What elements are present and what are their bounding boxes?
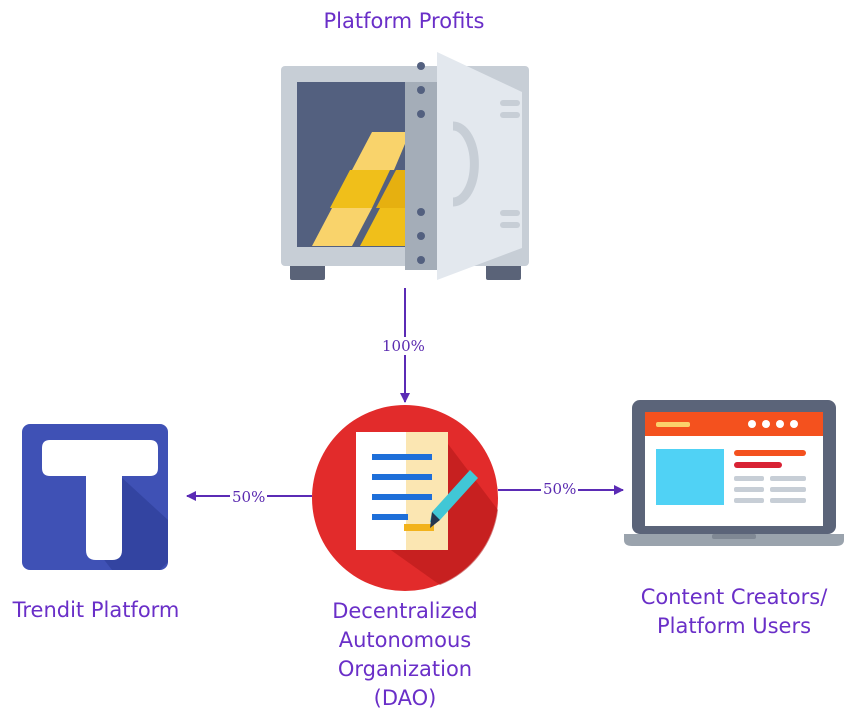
label-platform-profits: Platform Profits bbox=[323, 9, 485, 33]
label-dao-line-4: (DAO) bbox=[373, 686, 437, 710]
percent-dao-to-trendit: 50% bbox=[230, 488, 268, 506]
document-pen-icon bbox=[312, 405, 498, 591]
label-dao: Decentralized Autonomous Organization (D… bbox=[300, 597, 510, 713]
label-trendit-platform: Trendit Platform bbox=[12, 598, 180, 622]
label-content-creators: Content Creators/ Platform Users bbox=[622, 583, 845, 641]
label-dao-line-2: Autonomous bbox=[338, 628, 472, 652]
percent-dao-to-creators: 50% bbox=[541, 480, 579, 498]
laptop-icon bbox=[624, 400, 844, 546]
safe-icon bbox=[281, 52, 529, 280]
label-creators-line-2: Platform Users bbox=[656, 614, 812, 638]
percent-profits-to-dao: 100% bbox=[380, 337, 427, 355]
label-dao-line-1: Decentralized bbox=[332, 599, 478, 623]
label-dao-line-3: Organization bbox=[337, 657, 473, 681]
trendit-logo-icon bbox=[22, 424, 168, 570]
label-creators-line-1: Content Creators/ bbox=[640, 585, 828, 609]
